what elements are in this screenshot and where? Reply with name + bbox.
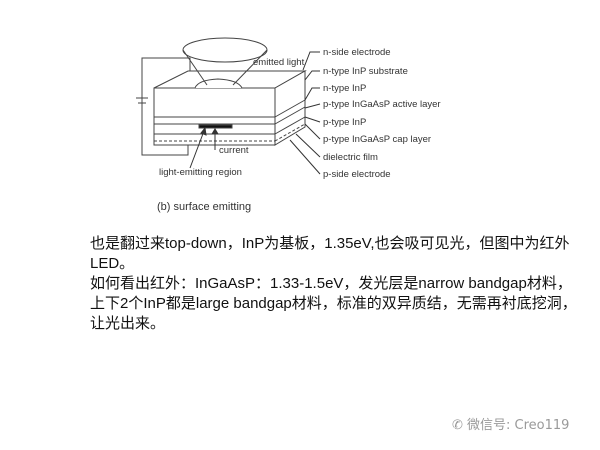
- led-structure: [153, 70, 307, 146]
- layer-label: n-side electrode: [323, 47, 391, 58]
- watermark: ✆ 微信号: Creo119: [452, 414, 569, 433]
- watermark-text: 微信号: Creo119: [467, 418, 570, 433]
- explanation-text: 也是翻过来top-down，InP为基板，1.35eV,也会吸可见光，但图中为红…: [90, 234, 590, 334]
- battery-circuit: [136, 57, 191, 156]
- arrows: [189, 51, 321, 175]
- layer-label: dielectric film: [323, 152, 378, 163]
- text-line: LED。: [90, 255, 135, 272]
- light-emitting-region-label: light-emitting region: [159, 167, 242, 178]
- layer-label: p-type InGaAsP cap layer: [323, 134, 431, 145]
- layer-label: p-side electrode: [323, 169, 391, 180]
- current-label: current: [219, 145, 249, 156]
- emitted-light-cone: [182, 37, 268, 86]
- text-line: 上下2个InP都是large bandgap材料，标准的双异质结，无需再衬底挖洞…: [90, 295, 577, 312]
- emitted-light-label: emitted light: [253, 57, 305, 68]
- layer-label: n-type InP substrate: [323, 66, 408, 77]
- wechat-icon: ✆: [452, 418, 468, 433]
- text-line: 如何看出红外：InGaAsP：1.33-1.5eV，发光层是narrow ban…: [90, 275, 572, 292]
- layer-label: n-type InP: [323, 83, 366, 94]
- text-line: 让光出来。: [90, 315, 166, 332]
- layer-label: p-type InGaAsP active layer: [323, 99, 441, 110]
- active-region: [198, 124, 233, 129]
- layer-label: p-type InP: [323, 117, 366, 128]
- caption: (b) surface emitting: [157, 201, 251, 213]
- text-line: 也是翻过来top-down，InP为基板，1.35eV,也会吸可见光，但图中为红…: [90, 235, 570, 252]
- surface-emitting-led-diagram: emitted light current light-emitting reg…: [136, 37, 441, 213]
